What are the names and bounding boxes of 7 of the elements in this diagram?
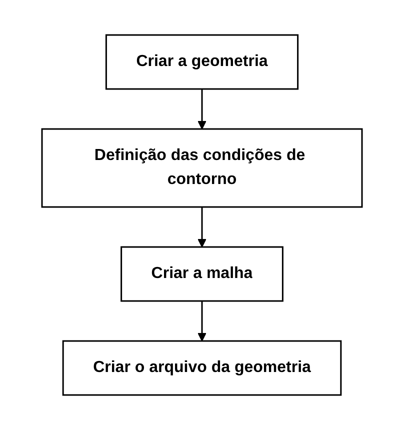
node-box: Definição das condições de contorno (41, 128, 363, 208)
node-box: Criar a malha (120, 246, 284, 302)
arrow (198, 301, 206, 342)
arrow (198, 89, 206, 130)
node-box: Criar a geometria (105, 34, 299, 90)
arrow (198, 207, 206, 248)
node-box: Criar o arquivo da geometria (62, 340, 342, 396)
